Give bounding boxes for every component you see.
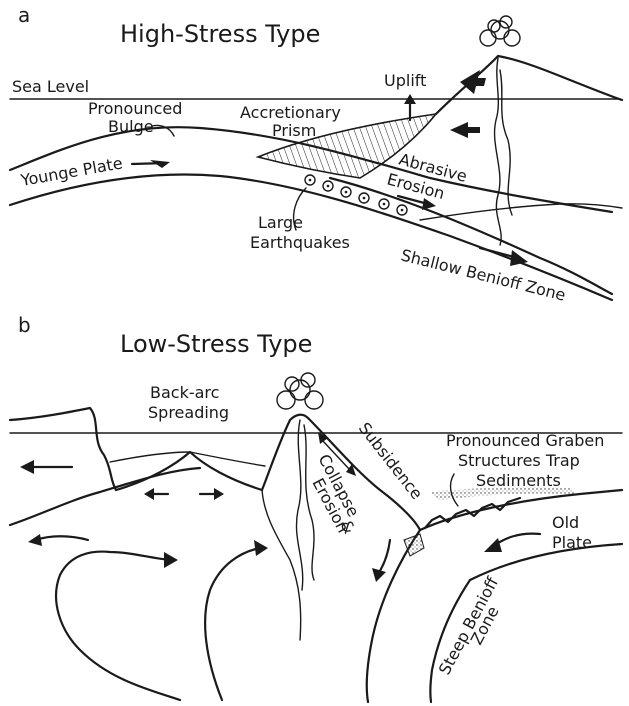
structures-trap-label: Structures Trap <box>458 451 580 470</box>
eruption-cloud-b <box>277 373 323 409</box>
sea-level-label: Sea Level <box>12 77 89 96</box>
spreading-arrowhead-right <box>214 488 224 500</box>
crust-base <box>420 204 622 220</box>
spreading-label: Spreading <box>148 403 229 422</box>
compression-arrow <box>450 122 480 138</box>
panel-b-letter: b <box>18 313 31 337</box>
slab-steep-front <box>367 530 420 702</box>
collapse-arrowhead <box>372 568 386 582</box>
panel-a: a High-Stress Type Sea Level Up <box>10 3 622 305</box>
old-plate-arrow <box>494 534 540 546</box>
convection-cell-right <box>205 548 260 700</box>
accretionary-label: Accretionary <box>240 103 341 122</box>
earthquakes-label: Earthquakes <box>250 233 350 252</box>
old-label: Old <box>552 513 579 532</box>
convection-return-left <box>36 536 88 540</box>
plate-label: Plate <box>552 533 592 552</box>
old-plate-arrowhead <box>484 538 502 552</box>
backarc-ridge <box>116 452 262 490</box>
prism-label: Prism <box>272 121 316 140</box>
slope-arrow-1 <box>460 70 486 94</box>
collapse-arrow <box>378 540 390 574</box>
pronounced-graben-label: Pronounced Graben <box>446 431 604 450</box>
bulge-label: Bulge <box>108 117 154 136</box>
panel-a-title: High-Stress Type <box>120 20 320 48</box>
arc-conduit-2 <box>304 425 314 580</box>
panel-b-title: Low-Stress Type <box>120 330 312 358</box>
spreading-arrowhead-left <box>144 488 154 500</box>
younge-plate-label: Younge Plate <box>18 153 124 190</box>
back-arc-label: Back-arc <box>150 383 219 402</box>
magma-conduit <box>495 58 502 245</box>
pronounced-label: Pronounced <box>88 99 182 118</box>
left-block-base <box>10 468 200 525</box>
large-label: Large <box>258 213 303 232</box>
plate-motion-arrow <box>132 163 166 164</box>
convection-arrowhead-left <box>164 552 178 568</box>
panel-a-letter: a <box>18 3 30 27</box>
subsidence-label: Subsidence <box>355 419 427 503</box>
arc-base <box>262 490 301 640</box>
eruption-cloud-a <box>480 16 520 46</box>
arc-conduit <box>296 420 302 590</box>
uplift-label: Uplift <box>384 71 426 90</box>
extension-arrowhead-left <box>20 460 34 474</box>
shallow-benioff-label: Shallow Benioff Zone <box>399 245 568 304</box>
convection-return-arrowhead <box>28 534 42 546</box>
convection-arrowhead-right <box>254 540 268 556</box>
sediments-label: Sediments <box>476 471 561 490</box>
convection-cell-left <box>56 552 180 700</box>
panel-b: b Low-Stress Type Back-arc Spreading Sub… <box>10 313 622 702</box>
left-block <box>10 408 116 490</box>
